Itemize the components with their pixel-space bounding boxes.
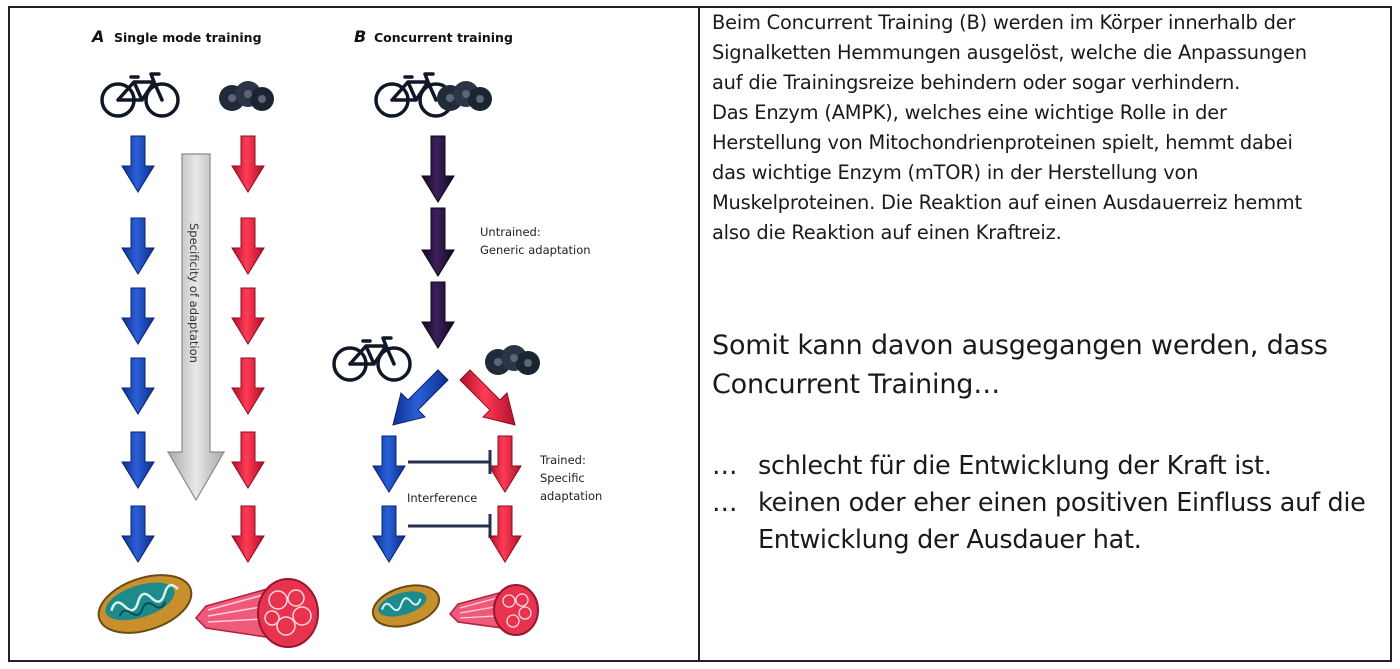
panel-b-title: Concurrent training: [374, 30, 513, 45]
panel-b-letter: B: [354, 27, 366, 46]
content-frame: [8, 6, 1392, 662]
paragraph-line: auf die Trainingsreize behindern oder so…: [712, 71, 1241, 94]
endurance-diagonal-arrow: [392, 369, 449, 426]
interference-label: Interference: [407, 491, 477, 505]
bicycle-icon: [100, 72, 180, 118]
option-marker: …: [712, 451, 738, 481]
trained-label-line-3: adaptation: [540, 489, 602, 503]
muscle-fiber-icon: [194, 578, 319, 648]
paragraph-line: Signalketten Hemmungen ausgelöst, welche…: [712, 41, 1307, 64]
untrained-label-line-2: Generic adaptation: [480, 243, 591, 257]
explanation-text-panel: Beim Concurrent Training (B) werden im K…: [712, 8, 1376, 555]
dumbbell-weights-icon: [219, 81, 274, 111]
mitochondrion-icon: [371, 584, 441, 628]
endurance-trained-arrows: [372, 435, 406, 563]
untrained-label-line-1: Untrained:: [480, 225, 541, 239]
conclusion-line: Concurrent Training…: [712, 369, 1001, 400]
paragraph-line: Herstellung von Mitochondrienproteinen s…: [712, 131, 1293, 154]
conclusion-statement: Somit kann davon ausgegangen werden, das…: [712, 326, 1376, 404]
strength-arrow-column: [231, 135, 265, 563]
dumbbell-weights-icon: [485, 345, 540, 375]
endurance-arrow-column: [121, 135, 155, 563]
option-text: schlecht für die Entwicklung der Kraft i…: [758, 451, 1272, 481]
panel-a-letter: A: [90, 27, 104, 46]
muscle-fiber-icon: [448, 584, 539, 636]
concurrent-arrow-column: [421, 135, 455, 349]
option-marker: …: [712, 488, 738, 518]
bicycle-icon: [332, 336, 412, 382]
strength-trained-arrows: [488, 435, 522, 563]
mitochondrion-icon: [97, 574, 193, 634]
conclusion-options-list: … schlecht für die Entwicklung der Kraft…: [712, 448, 1376, 559]
paragraph-line: das wichtige Enzym (mTOR) in der Herstel…: [712, 161, 1199, 184]
panel-a-title: Single mode training: [114, 30, 262, 45]
specificity-label: Specificity of adaptation: [187, 223, 201, 363]
explanation-paragraph: Beim Concurrent Training (B) werden im K…: [712, 8, 1376, 248]
trained-label-line-1: Trained:: [539, 453, 586, 467]
option-item: … schlecht für die Entwicklung der Kraft…: [712, 448, 1376, 485]
option-text: keinen oder eher einen positiven Einflus…: [758, 488, 1366, 555]
conclusion-line: Somit kann davon ausgegangen werden, das…: [712, 330, 1328, 361]
paragraph-line: also die Reaktion auf einen Kraftreiz.: [712, 221, 1062, 244]
interference-inhibition-lines: [408, 450, 492, 538]
specificity-arrow: [166, 153, 226, 502]
column-divider: [698, 6, 700, 662]
option-item: … keinen oder eher einen positiven Einfl…: [712, 485, 1376, 559]
trained-label-line-2: Specific: [540, 471, 585, 485]
strength-diagonal-arrow: [459, 369, 516, 426]
training-adaptation-figure: A Single mode training B Concurrent trai…: [10, 8, 698, 660]
paragraph-line: Das Enzym (AMPK), welches eine wichtige …: [712, 101, 1227, 124]
paragraph-line: Beim Concurrent Training (B) werden im K…: [712, 11, 1296, 34]
paragraph-line: Muskelproteinen. Die Reaktion auf einen …: [712, 191, 1302, 214]
